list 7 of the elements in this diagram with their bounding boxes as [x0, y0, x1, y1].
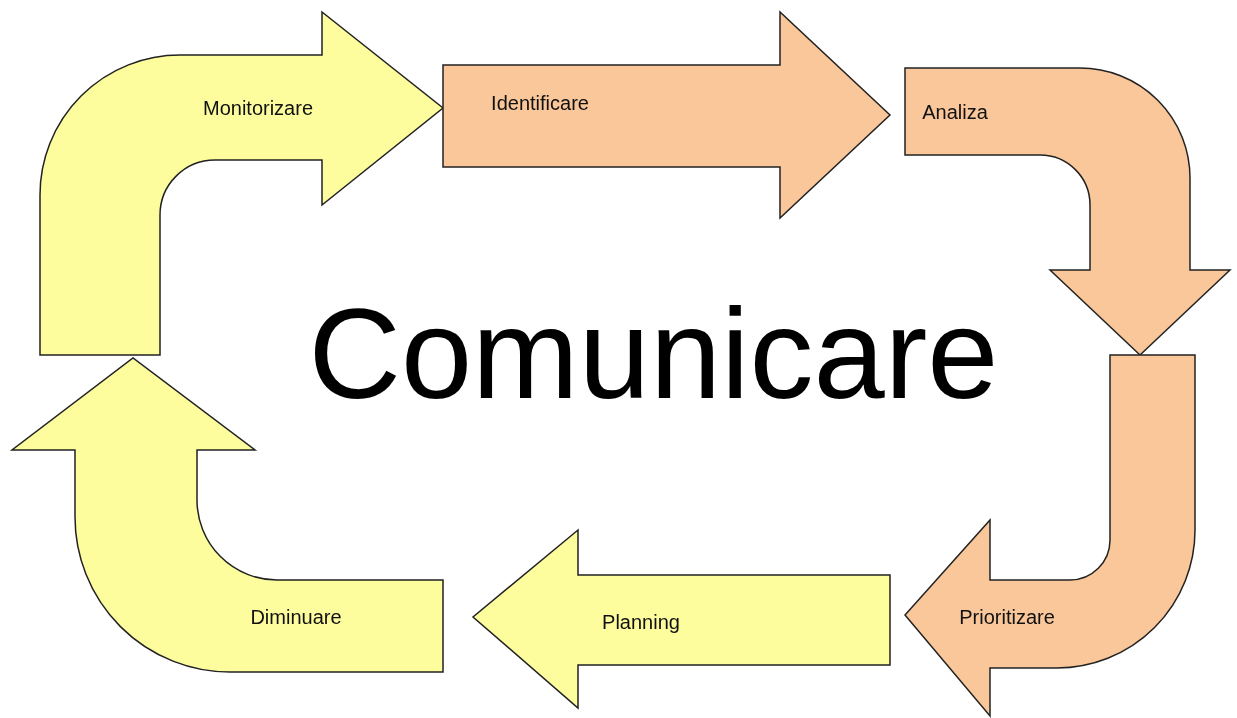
step-label: Diminuare [250, 605, 342, 629]
step-label: Monitorizare [203, 96, 313, 120]
step-label: Identificare [491, 91, 589, 115]
diagram-title: Comunicare [308, 281, 999, 427]
step-label: Prioritizare [959, 605, 1055, 629]
step-label: Analiza [922, 100, 988, 124]
step-label: Planning [602, 610, 680, 634]
